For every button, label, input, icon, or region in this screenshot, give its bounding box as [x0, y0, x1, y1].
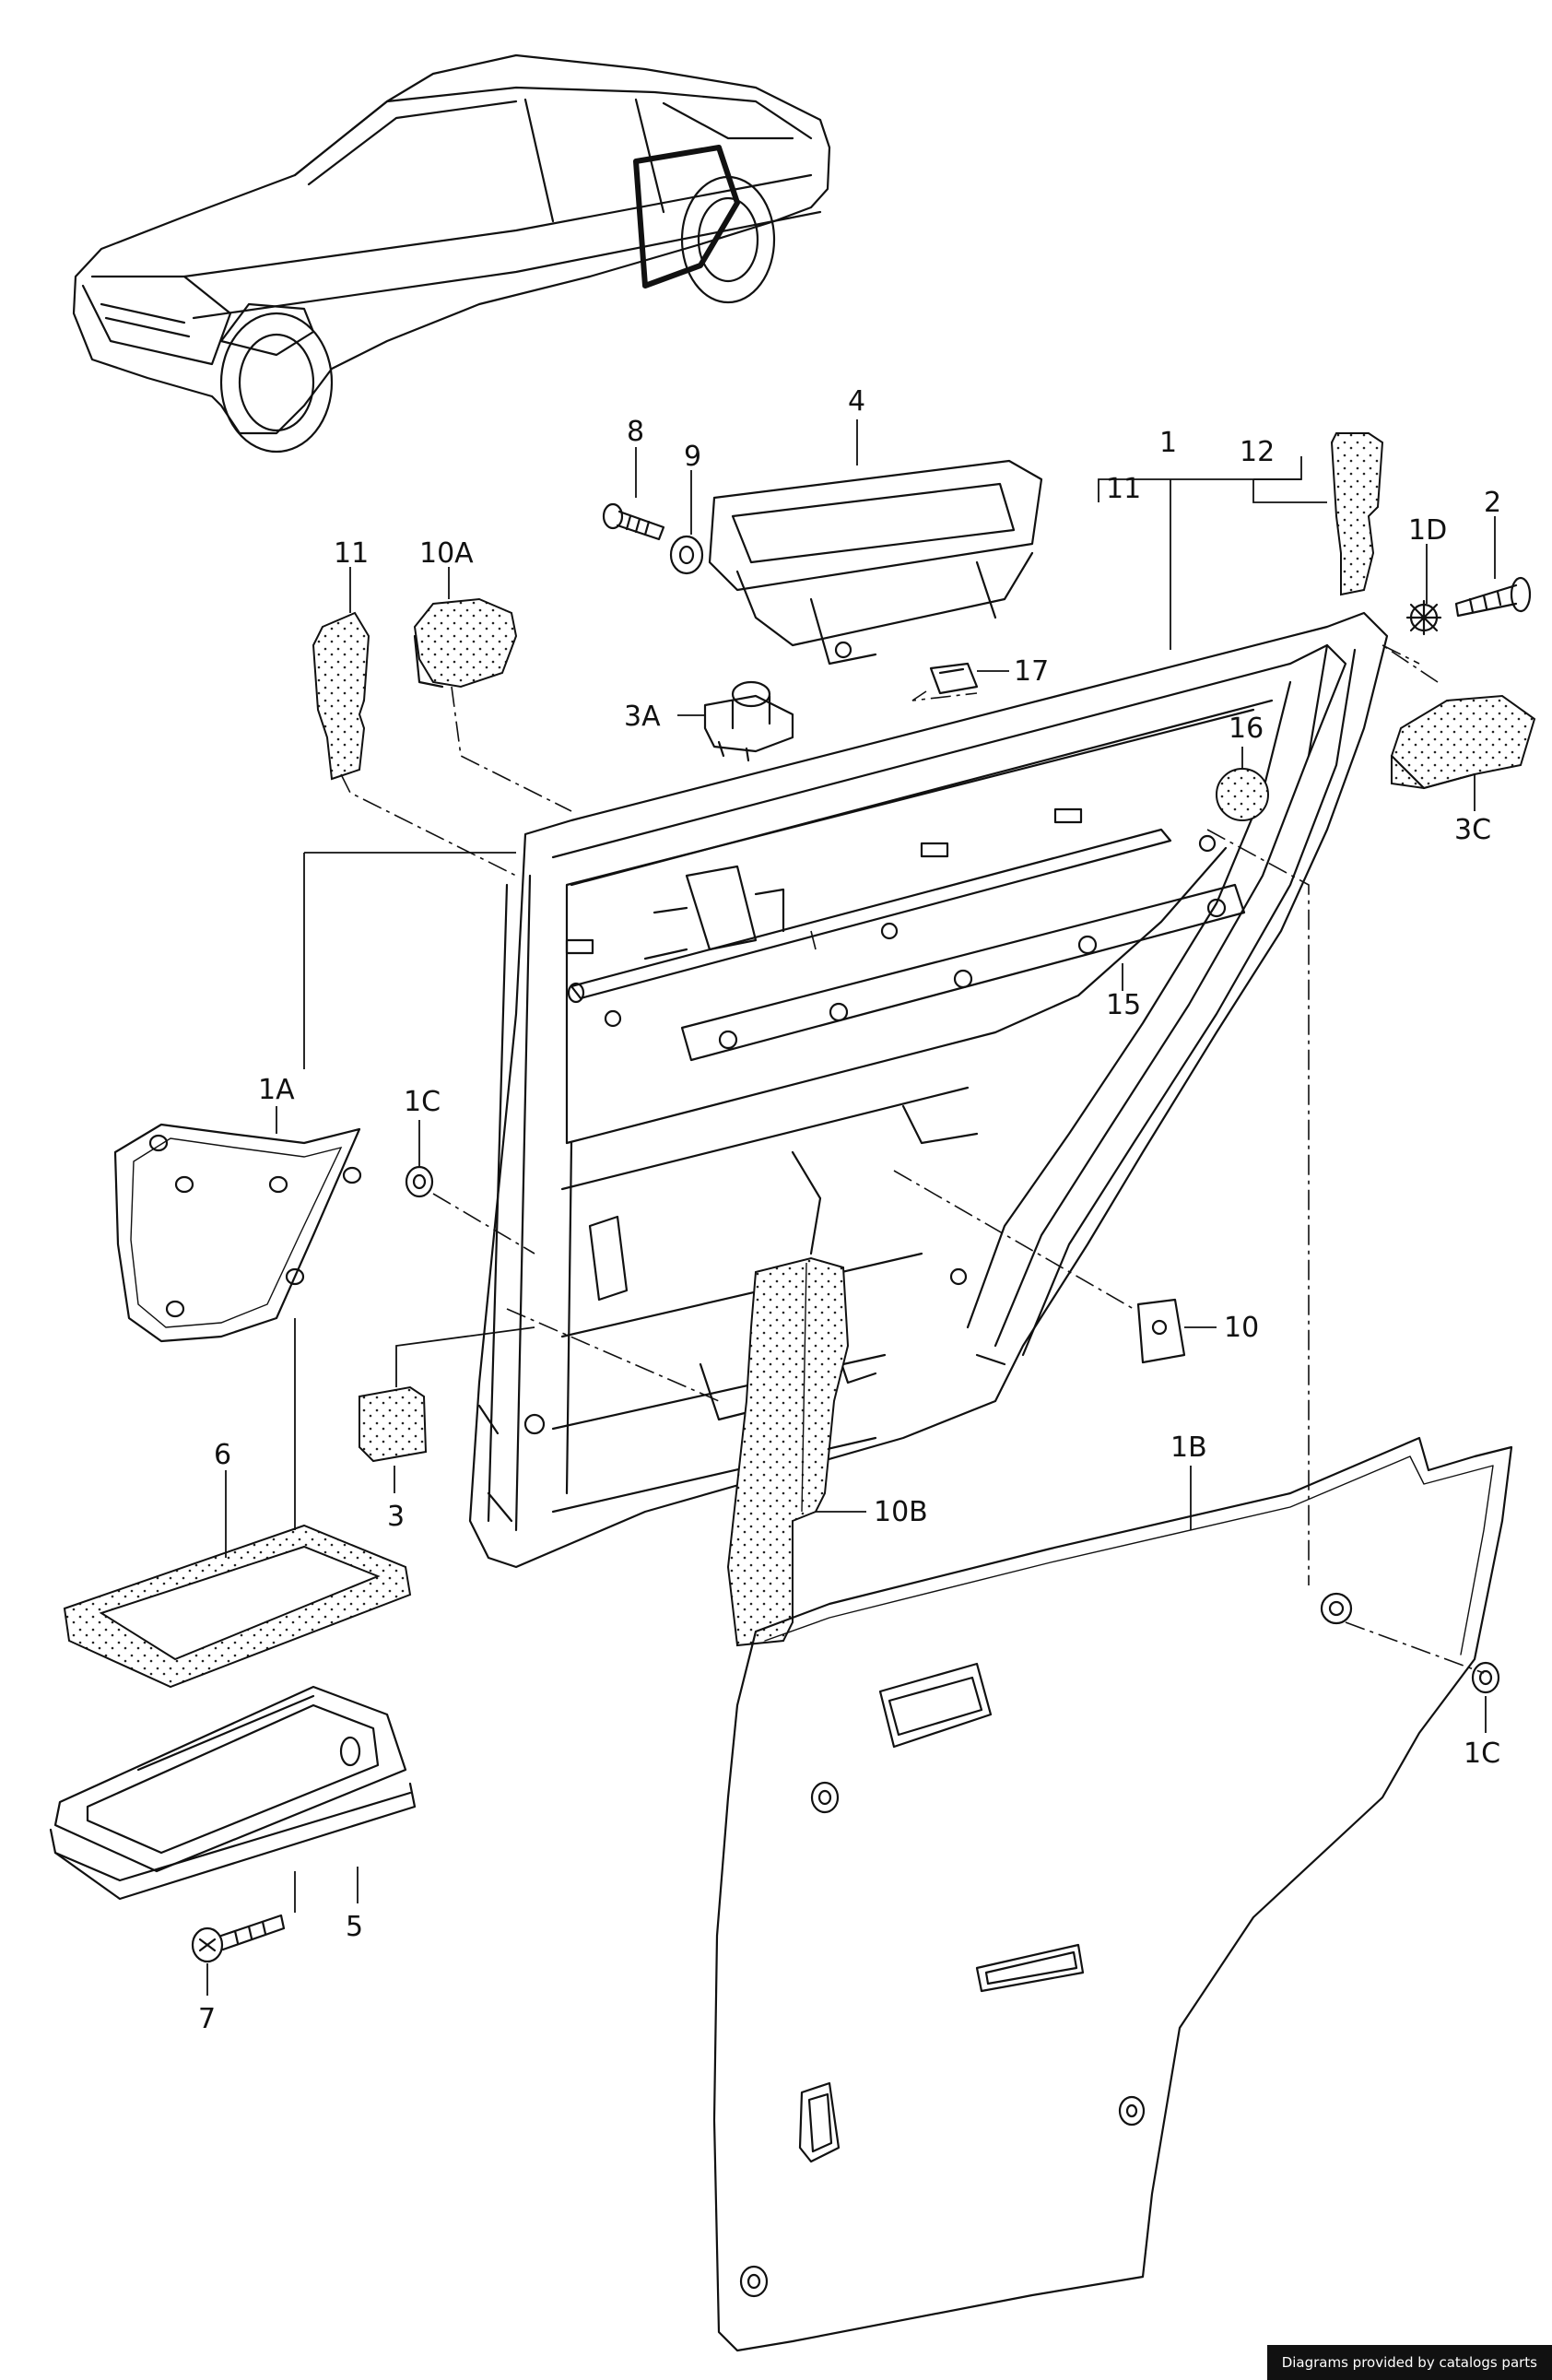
car-illustration — [72, 53, 831, 454]
part-9-washer — [669, 535, 704, 575]
part-3a-clip — [703, 680, 794, 762]
callout-10: 10 — [1224, 1312, 1259, 1344]
callout-1: 1 — [1159, 427, 1177, 459]
part-1d-clip — [1405, 599, 1442, 636]
callout-10b: 10B — [874, 1496, 928, 1528]
callout-2: 2 — [1484, 487, 1501, 519]
part-1c-grommet-right — [1471, 1661, 1500, 1694]
part-1c-grommet — [405, 1165, 434, 1198]
callout-3a: 3A — [624, 701, 661, 733]
callout-6: 6 — [214, 1439, 231, 1471]
callout-9: 9 — [684, 441, 701, 473]
leader-lines — [206, 419, 1496, 1996]
callout-1-11: 11 — [1106, 473, 1141, 505]
callout-8: 8 — [627, 416, 644, 448]
part-8-screw — [602, 502, 665, 541]
callout-3c: 3C — [1454, 814, 1491, 846]
callout-7: 7 — [198, 2003, 216, 2035]
part-7-screw — [191, 1914, 286, 1963]
part-4-grab-handle — [708, 459, 1043, 666]
callout-17: 17 — [1014, 655, 1049, 688]
part-3c-clip — [1390, 694, 1536, 790]
part-10a-clip — [413, 597, 518, 689]
part-11-foam-strip — [312, 611, 370, 781]
callout-5: 5 — [346, 1911, 363, 1943]
callout-10a: 10A — [419, 537, 474, 570]
part-10b-foam-strip — [726, 1256, 850, 1647]
part-2-screw — [1454, 576, 1532, 618]
callout-3: 3 — [387, 1501, 405, 1533]
diagram-credit: Diagrams provided by catalogs parts — [1266, 2345, 1552, 2380]
door-frame-carrier — [468, 611, 1389, 1569]
part-1b-door-trim-panel — [712, 1436, 1513, 2352]
callout-1d: 1D — [1408, 514, 1447, 547]
part-3-foam-block — [359, 1385, 428, 1463]
callout-1a: 1A — [258, 1074, 295, 1106]
callout-1c-right: 1C — [1464, 1738, 1500, 1770]
part-6-gasket — [63, 1524, 412, 1689]
callout-15: 15 — [1106, 989, 1141, 1021]
callout-4: 4 — [848, 385, 865, 418]
part-12-foam-strip — [1330, 432, 1384, 596]
callout-11: 11 — [334, 537, 369, 570]
callout-16: 16 — [1229, 713, 1264, 745]
part-1a-trim-panel — [113, 1123, 362, 1343]
callout-12: 12 — [1240, 436, 1275, 468]
callout-1b: 1B — [1170, 1432, 1207, 1464]
part-17-clip — [929, 662, 979, 695]
part-16-foam-pad — [1216, 768, 1269, 821]
callout-labels: 1 11 12 1D 2 4 8 9 11 10A 3A 17 16 3C 15… — [198, 385, 1501, 2035]
callout-1c-left: 1C — [404, 1086, 441, 1118]
part-5-storage-tray — [49, 1685, 417, 1901]
part-10-clip — [1136, 1298, 1186, 1364]
